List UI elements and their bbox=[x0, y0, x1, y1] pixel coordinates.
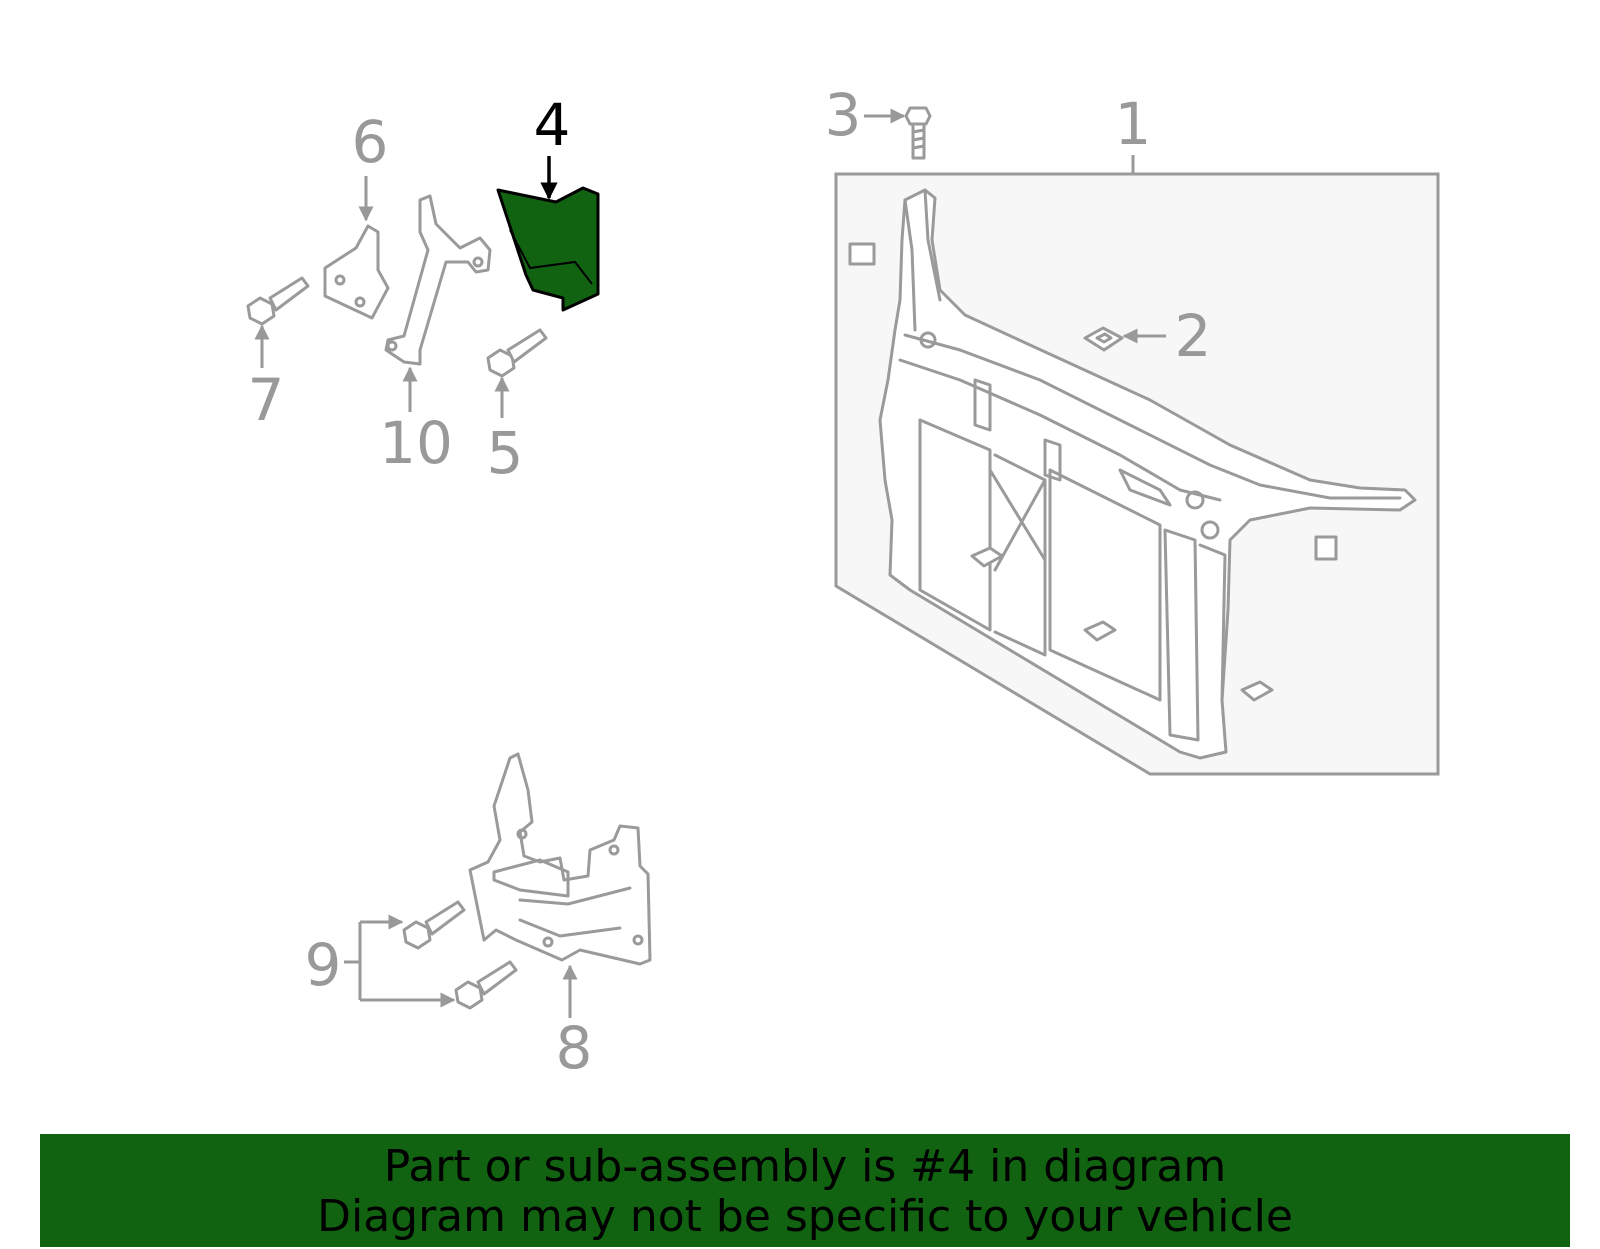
lower-bracket-part-8[interactable] bbox=[468, 752, 652, 1018]
callout-8: 8 bbox=[556, 1014, 593, 1082]
callout-3: 3 bbox=[825, 81, 862, 149]
bolt-part-7[interactable] bbox=[246, 276, 310, 368]
nut-part-2[interactable] bbox=[1083, 326, 1166, 352]
bolt-part-3[interactable] bbox=[864, 106, 932, 160]
bolts-part-9[interactable] bbox=[344, 900, 518, 1010]
callout-1: 1 bbox=[1115, 90, 1152, 158]
deflector-part-4[interactable] bbox=[496, 156, 600, 312]
callout-5: 5 bbox=[487, 419, 524, 487]
callout-9: 9 bbox=[305, 931, 342, 999]
bracket-part-6[interactable] bbox=[323, 176, 390, 320]
callout-7: 7 bbox=[248, 366, 285, 434]
banner-line-2: Diagram may not be specific to your vehi… bbox=[317, 1191, 1293, 1242]
radiator-support-assembly[interactable] bbox=[834, 155, 1440, 776]
highlighted-part-shape bbox=[496, 186, 600, 312]
banner-line-1: Part or sub-assembly is #4 in diagram bbox=[383, 1141, 1227, 1192]
callout-4: 4 bbox=[534, 91, 571, 159]
callout-6: 6 bbox=[352, 108, 389, 176]
bolt-part-5[interactable] bbox=[486, 328, 548, 418]
callout-10: 10 bbox=[379, 409, 453, 477]
brace-part-10[interactable] bbox=[384, 194, 492, 412]
callout-2: 2 bbox=[1175, 302, 1212, 370]
info-banner: Part or sub-assembly is #4 in diagram Di… bbox=[40, 1134, 1570, 1247]
